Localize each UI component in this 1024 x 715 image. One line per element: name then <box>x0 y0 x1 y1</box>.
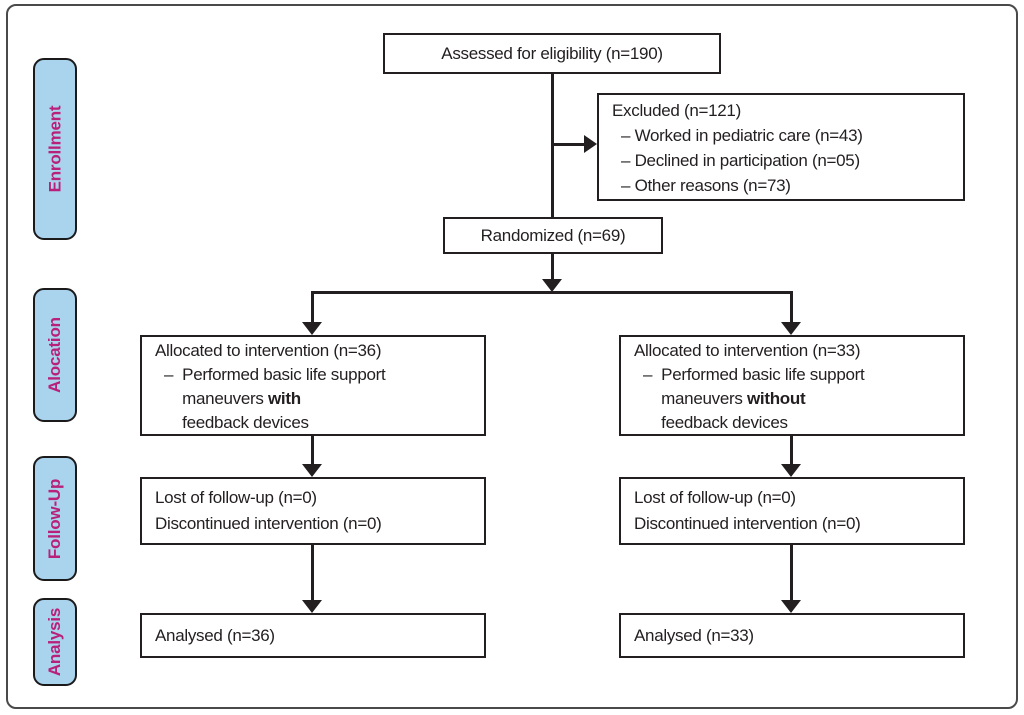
alloc-right-line3: feedback devices <box>661 413 788 432</box>
box-followup-left-line2: Discontinued intervention (n=0) <box>155 514 382 533</box>
dash-glyph: – <box>164 365 174 384</box>
box-followup-right: Lost of follow-up (n=0) Discontinued int… <box>619 477 965 545</box>
box-randomized: Randomized (n=69) <box>443 217 663 254</box>
connector-followup-analysed-left <box>311 545 314 601</box>
arrowhead-allocation-right-icon <box>781 322 801 335</box>
arrowhead-allocation-left-icon <box>302 322 322 335</box>
arrowhead-rail-icon <box>542 279 562 292</box>
stage-label-allocation-text: Alocation <box>45 317 64 393</box>
stage-label-allocation: Alocation <box>33 288 77 422</box>
box-followup-right-line1: Lost of follow-up (n=0) <box>634 488 796 507</box>
alloc-right-line2-bold: without <box>746 389 806 408</box>
stage-label-enrollment: Enrollment <box>33 58 77 240</box>
box-followup-right-line2: Discontinued intervention (n=0) <box>634 514 861 533</box>
connector-rail-allocation-right <box>790 291 793 323</box>
stage-label-enrollment-text: Enrollment <box>45 105 65 193</box>
box-assessed-text: Assessed for eligibility (n=190) <box>441 43 663 63</box>
connector-rail-allocation-left <box>311 291 314 323</box>
connector-rail <box>311 291 793 294</box>
arrowhead-analysed-right-icon <box>781 600 801 613</box>
box-assessed: Assessed for eligibility (n=190) <box>383 33 721 74</box>
page-border <box>6 4 1018 709</box>
connector-allocation-followup-right <box>790 435 793 465</box>
connector-randomized-rail <box>551 253 554 280</box>
box-allocation-right-title: Allocated to intervention (n=33) <box>634 341 861 360</box>
box-analysed-right-text: Analysed (n=33) <box>634 625 754 645</box>
connector-branch-excluded <box>552 143 585 146</box>
alloc-left-line3: feedback devices <box>182 413 309 432</box>
connector-allocation-followup-left <box>311 435 314 465</box>
box-excluded-item: – Declined in participation (n=05) <box>621 151 860 170</box>
box-allocation-left-detail-text: Performed basic life support maneuvers w… <box>182 363 386 435</box>
arrowhead-analysed-left-icon <box>302 600 322 613</box>
box-followup-left: Lost of follow-up (n=0) Discontinued int… <box>140 477 486 545</box>
arrowhead-excluded-icon <box>584 135 597 153</box>
box-allocation-right-detail: – Performed basic life support maneuvers… <box>634 363 955 435</box>
stage-label-follow-up: Follow-Up <box>33 456 77 581</box>
box-allocation-left-title: Allocated to intervention (n=36) <box>155 341 382 360</box>
box-allocation-control: Allocated to intervention (n=33) – Perfo… <box>619 335 965 436</box>
box-excluded: Excluded (n=121) – Worked in pediatric c… <box>597 93 965 201</box>
box-analysed-left: Analysed (n=36) <box>140 613 486 658</box>
dash-glyph: – <box>643 365 653 384</box>
box-analysed-left-text: Analysed (n=36) <box>155 625 275 645</box>
alloc-left-line2-prefix: maneuvers <box>182 389 268 408</box>
alloc-left-line1: Performed basic life support <box>182 365 386 384</box>
stage-label-follow-up-text: Follow-Up <box>45 478 65 559</box>
connector-followup-analysed-right <box>790 545 793 601</box>
box-analysed-right: Analysed (n=33) <box>619 613 965 658</box>
arrowhead-followup-left-icon <box>302 464 322 477</box>
box-excluded-title: Excluded (n=121) <box>612 101 741 120</box>
alloc-left-line2-bold: with <box>267 389 301 408</box>
stage-label-analysis: Analysis <box>33 598 77 686</box>
box-randomized-text: Randomized (n=69) <box>480 225 626 245</box>
box-excluded-item: – Worked in pediatric care (n=43) <box>621 126 863 145</box>
stage-label-analysis-text: Analysis <box>45 607 65 677</box>
box-followup-left-line1: Lost of follow-up (n=0) <box>155 488 317 507</box>
box-allocation-intervention: Allocated to intervention (n=36) – Perfo… <box>140 335 486 436</box>
box-excluded-item: – Other reasons (n=73) <box>621 176 791 195</box>
arrowhead-followup-right-icon <box>781 464 801 477</box>
box-allocation-left-detail: – Performed basic life support maneuvers… <box>155 363 476 435</box>
alloc-right-line1: Performed basic life support <box>661 365 865 384</box>
box-allocation-right-detail-text: Performed basic life support maneuvers w… <box>661 363 865 435</box>
alloc-right-line2-prefix: maneuvers <box>661 389 747 408</box>
